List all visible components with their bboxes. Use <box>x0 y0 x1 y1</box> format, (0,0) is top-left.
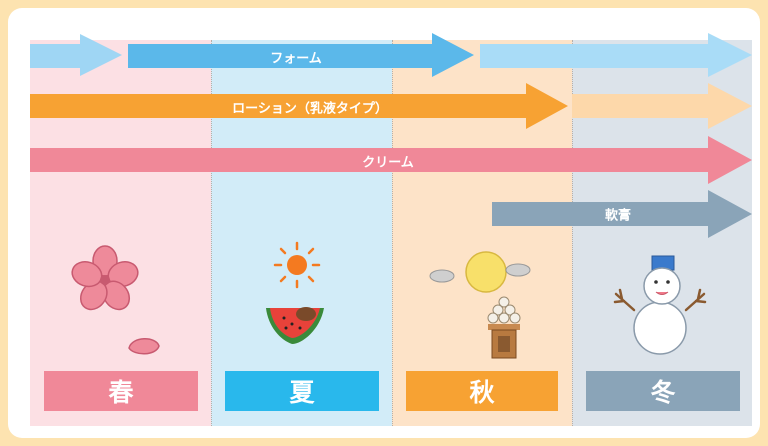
foam-arrow-spring <box>30 34 122 76</box>
lotion-label: ローション（乳液タイプ） <box>232 101 388 117</box>
foam-label: フォーム <box>270 51 322 67</box>
foam-arrow-main <box>128 33 474 77</box>
lotion-arrow-winter <box>572 83 752 129</box>
divider <box>392 40 393 426</box>
petal-icon <box>128 338 160 355</box>
season-label-autumn: 秋 <box>406 371 558 411</box>
divider <box>211 40 212 426</box>
cream-label: クリーム <box>362 155 414 171</box>
sakura-icon <box>71 245 139 311</box>
season-label-winter: 冬 <box>586 371 740 411</box>
snowman-icon <box>613 255 707 355</box>
ointment-arrow <box>492 190 752 238</box>
moon-icon <box>429 251 531 293</box>
divider <box>572 40 573 426</box>
cream-arrow <box>30 136 752 184</box>
season-label-summer: 夏 <box>225 371 379 411</box>
foam-arrow-winter <box>480 33 752 77</box>
dango-icon <box>487 296 521 359</box>
sun-icon <box>273 241 321 289</box>
lotion-arrow-main <box>30 83 568 129</box>
ointment-label: 軟膏 <box>604 208 632 224</box>
season-label-spring: 春 <box>44 371 198 411</box>
watermelon-icon <box>266 307 324 344</box>
